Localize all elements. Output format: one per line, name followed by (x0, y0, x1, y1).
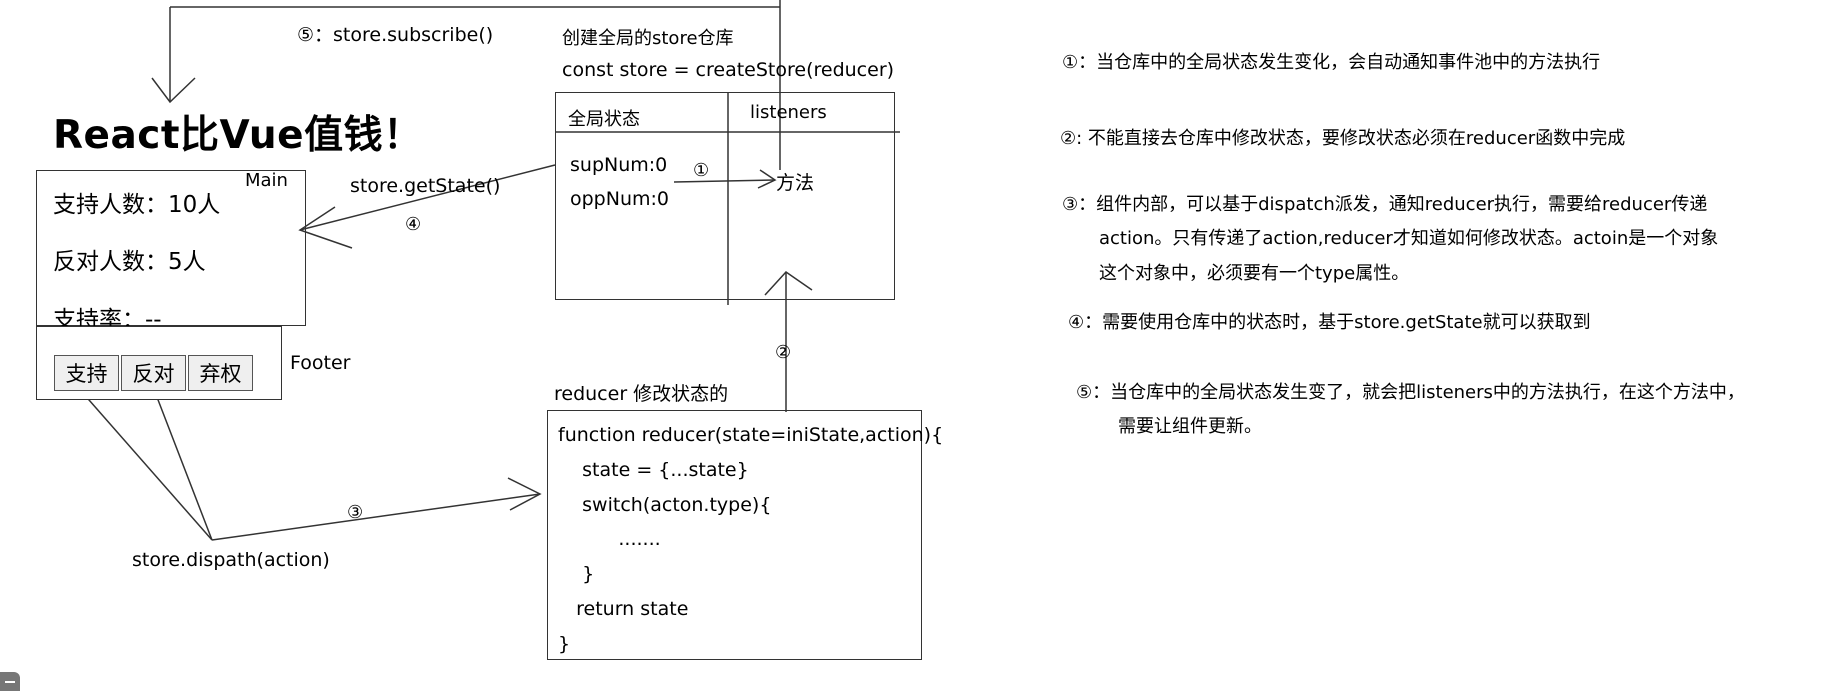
main-box (36, 170, 306, 326)
dispatch-label: store.dispath(action) (132, 549, 330, 571)
marker-4: ④ (405, 214, 422, 235)
reducer-code-line: } (558, 563, 595, 585)
main-label: Main (245, 170, 288, 191)
global-state-header: 全局状态 (568, 109, 640, 130)
marker-1: ① (693, 160, 710, 181)
listeners-header: listeners (750, 102, 827, 123)
note-3-line-1: ③：组件内部，可以基于dispatch派发，通知reducer执行，需要给red… (1062, 194, 1708, 215)
get-state-label: store.getState() (350, 175, 501, 197)
reducer-code-line: ....... (558, 528, 661, 550)
reducer-code-line: switch(acton.type){ (558, 494, 772, 516)
subscribe-label: ⑤：store.subscribe() (297, 24, 494, 46)
getstate-arrowhead (298, 206, 353, 249)
note-1: ①：当仓库中的全局状态发生变化，会自动通知事件池中的方法执行 (1062, 52, 1601, 73)
app-title: React比Vue值钱！ (53, 113, 423, 158)
note-5-line-2: 需要让组件更新。 (1118, 416, 1262, 437)
opp-num: oppNum:0 (570, 188, 669, 210)
reducer-code-line: } (558, 633, 571, 655)
collapse-tab[interactable] (0, 672, 20, 691)
reducer-title: reducer 修改状态的 (554, 383, 729, 405)
dispatch-line-c (211, 493, 541, 541)
opponents-count: 反对人数：5人 (53, 249, 206, 275)
sup-num: supNum:0 (570, 154, 668, 176)
create-store-code: const store = createStore(reducer) (562, 59, 895, 81)
store-box (555, 92, 895, 300)
marker-2: ② (775, 342, 792, 363)
dispatch-arrowhead (507, 477, 542, 511)
reducer-box (547, 410, 922, 660)
footer-label: Footer (290, 352, 351, 374)
note-3-line-2: action。只有传递了action,reducer才知道如何修改状态。acto… (1099, 228, 1719, 249)
dispatch-line-b (154, 391, 213, 541)
note-4: ④：需要使用仓库中的状态时，基于store.getState就可以获取到 (1068, 312, 1591, 333)
supporters-count: 支持人数：10人 (53, 192, 221, 218)
dispatch-line-a (81, 391, 213, 541)
oppose-button[interactable]: 反对 (121, 355, 186, 391)
create-store-title: 创建全局的store仓库 (562, 28, 734, 49)
subscribe-arrowhead (151, 77, 196, 104)
abstain-button[interactable]: 弃权 (188, 355, 253, 391)
note-3-line-3: 这个对象中，必须要有一个type属性。 (1099, 263, 1410, 284)
reducer-code-line: return state (558, 598, 689, 620)
support-button[interactable]: 支持 (54, 355, 119, 391)
method-label: 方法 (776, 172, 815, 194)
marker-3: ③ (347, 502, 364, 523)
note-5-line-1: ⑤：当仓库中的全局状态发生变了，就会把listeners中的方法执行，在这个方法… (1076, 382, 1745, 403)
reducer-code-line: function reducer(state=iniState,action){ (558, 424, 944, 446)
reducer-code-line: state = {...state} (558, 459, 749, 481)
note-2: ②: 不能直接去仓库中修改状态，要修改状态必须在reducer函数中完成 (1060, 128, 1626, 149)
